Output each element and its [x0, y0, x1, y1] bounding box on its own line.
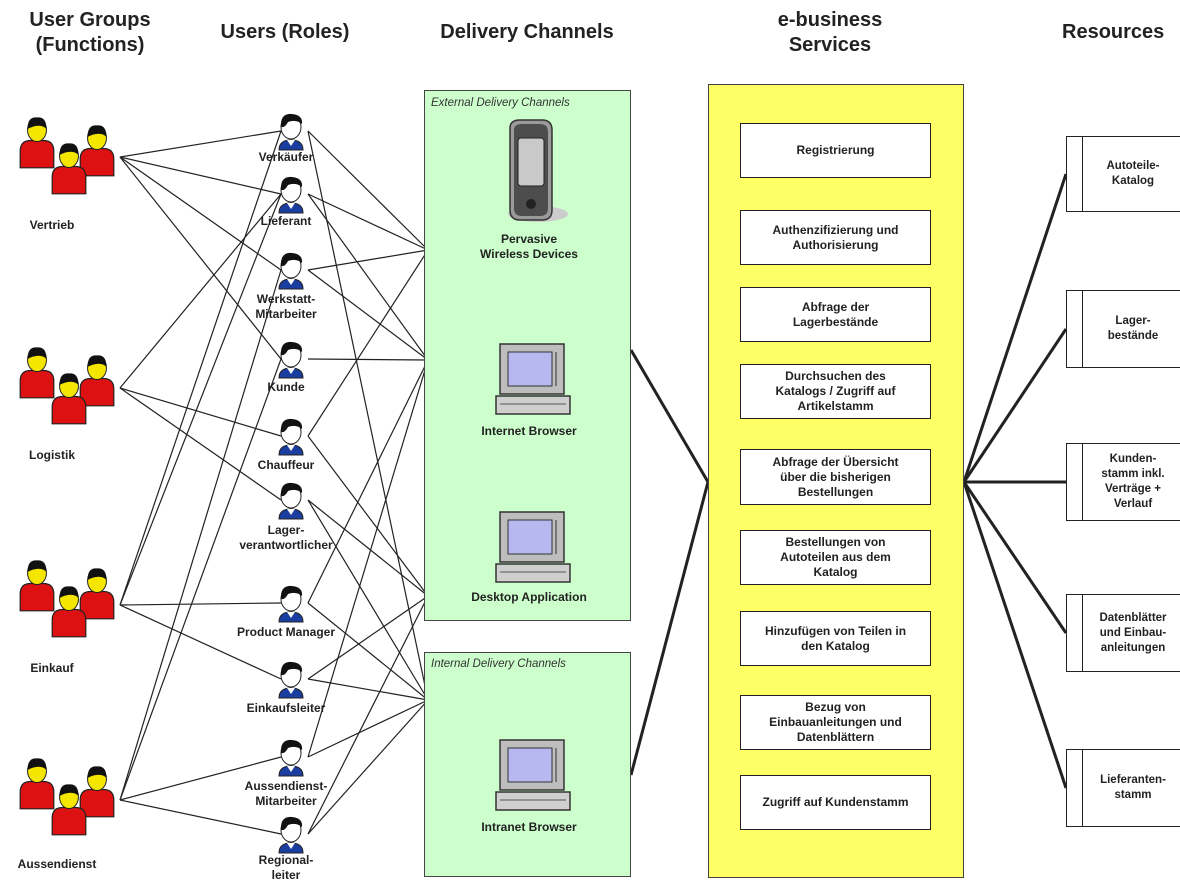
service-box-lagerbestaende: Abfrage der Lagerbestände [740, 287, 931, 342]
resource-label: Autoteile- Katalog [1106, 160, 1160, 187]
header-resources: Resources [1062, 21, 1165, 43]
channel-label-internet-browser: Internet Browser [481, 424, 577, 438]
user-group-icon [19, 758, 115, 836]
user-group-icon [19, 117, 115, 195]
service-box-authentifizierung: Authenzifizierung und Authorisierung [740, 210, 931, 265]
role-label: Aussendienst- Mitarbeiter [244, 779, 328, 808]
resource-label: Kunden- stamm inkl. Verträge + Verlauf [1101, 453, 1165, 510]
service-box-bestelluebersicht: Abfrage der Übersicht über die bisherige… [740, 449, 931, 505]
role-label: Kunde [267, 380, 305, 394]
resource-box-edge [1082, 595, 1083, 671]
role-label: Einkaufsleiter [246, 701, 326, 715]
resource-box-kundenstamm: Kunden- stamm inkl. Verträge + Verlauf [1066, 443, 1180, 521]
role-label: Werkstatt- Mitarbeiter [255, 292, 317, 321]
service-box-registrierung: Registrierung [740, 123, 931, 178]
header-user-groups: User Groups (Functions) [29, 9, 151, 56]
user-role-icon [278, 418, 304, 456]
user-group-icon [19, 347, 115, 425]
user-role-icon [278, 816, 304, 854]
user-group-label: Aussendienst [17, 857, 97, 871]
user-role-icon [278, 585, 304, 623]
role-label: Regional- leiter [258, 853, 314, 882]
user-group-label: Vertrieb [29, 218, 75, 232]
user-role-icon [278, 341, 304, 379]
service-box-teile-hinzufuegen: Hinzufügen von Teilen in den Katalog [740, 611, 931, 666]
user-role-icon [278, 252, 304, 290]
role-label: Verkäufer [258, 150, 314, 164]
resource-box-autoteile-katalog: Autoteile- Katalog [1066, 136, 1180, 212]
user-role-icon [278, 176, 304, 214]
header-delivery-channels: Delivery Channels [440, 21, 614, 43]
resource-box-edge [1082, 291, 1083, 367]
user-role-icon [278, 482, 304, 520]
resource-box-edge [1082, 750, 1083, 826]
handheld-device-icon [508, 119, 568, 222]
user-group-label: Einkauf [30, 661, 74, 675]
resource-box-edge [1082, 444, 1083, 520]
user-group-icon [19, 560, 115, 638]
role-label: Chauffeur [257, 458, 315, 472]
service-box-einbauanleitungen: Bezug von Einbauanleitungen und Datenblä… [740, 695, 931, 750]
resource-box-datenblaetter: Datenblätter und Einbau- anleitungen [1066, 594, 1180, 672]
resource-label: Datenblätter und Einbau- anleitungen [1099, 611, 1167, 654]
user-group-label: Logistik [28, 448, 75, 462]
service-box-bestellungen: Bestellungen von Autoteilen aus dem Kata… [740, 530, 931, 585]
user-role-icon [278, 739, 304, 777]
user-role-icon [278, 113, 304, 151]
resource-box-edge [1082, 137, 1083, 211]
channel-label-pervasive: Pervasive Wireless Devices [480, 232, 578, 261]
service-box-katalog-durchsuchen: Durchsuchen des Katalogs / Zugriff auf A… [740, 364, 931, 419]
header-ebusiness-services: e-business Services [777, 9, 883, 56]
role-label: Product Manager [236, 625, 335, 639]
header-users-roles: Users (Roles) [220, 21, 350, 43]
role-label: Lager- verantwortlicher [239, 523, 333, 552]
resource-box-lieferantenstamm: Lieferanten- stamm [1066, 749, 1180, 827]
desktop-application-computer-icon [495, 511, 571, 583]
internal-channels-label: Internal Delivery Channels [431, 658, 566, 670]
resource-label: Lager- bestände [1107, 315, 1159, 342]
external-channels-label: External Delivery Channels [431, 97, 570, 109]
resource-label: Lieferanten- stamm [1100, 774, 1166, 801]
user-role-icon [278, 661, 304, 699]
service-box-kundenstamm: Zugriff auf Kundenstamm [740, 775, 931, 830]
role-label: Lieferant [260, 214, 312, 228]
intranet-browser-computer-icon [495, 739, 571, 811]
resource-box-lagerbestaende: Lager- bestände [1066, 290, 1180, 368]
channel-label-intranet-browser: Intranet Browser [481, 820, 577, 834]
channel-label-desktop-application: Desktop Application [471, 590, 587, 604]
internet-browser-computer-icon [495, 343, 571, 415]
